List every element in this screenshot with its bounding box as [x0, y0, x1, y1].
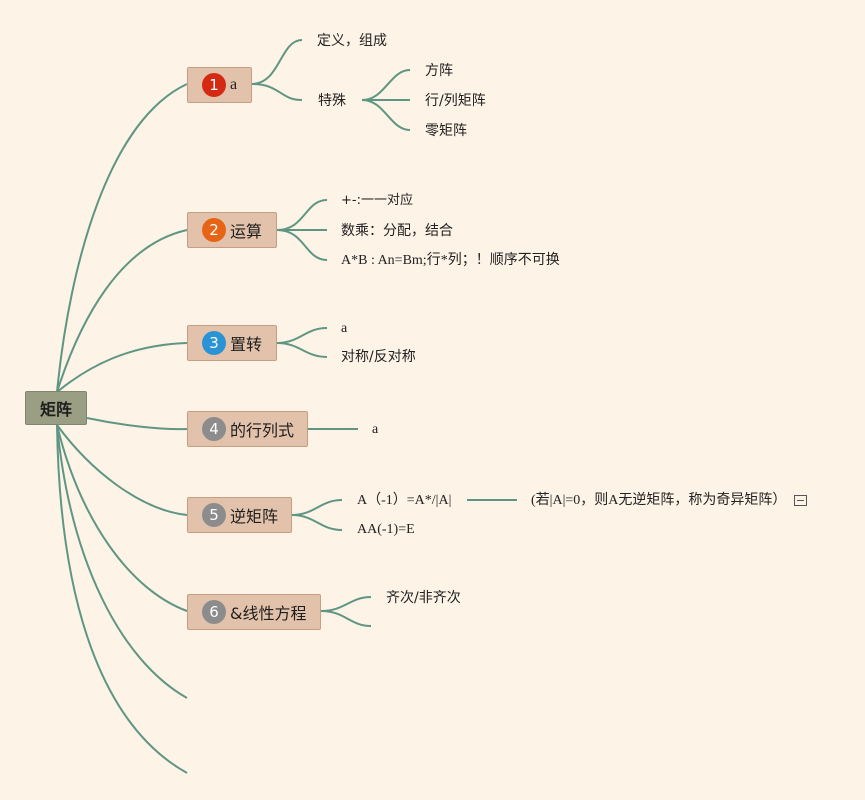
t5-item-1[interactable]: A（-1）=A*/|A|: [357, 493, 452, 508]
t2-item-3[interactable]: A*B : An=Bm;行*列；！顺序不可换: [341, 253, 560, 268]
t1-special-rowcol[interactable]: 行/列矩阵: [425, 93, 486, 109]
topic-5-label: 逆矩阵: [230, 507, 279, 526]
t3-item-1[interactable]: a: [341, 321, 348, 336]
t2-item-2[interactable]: 数乘：分配，结合: [341, 223, 453, 239]
link-special-square: [361, 69, 411, 101]
t1-special[interactable]: 特殊: [318, 93, 346, 109]
topic-5[interactable]: 5 逆矩阵: [187, 497, 292, 533]
link-t6-1: [320, 596, 372, 612]
t2-item-1[interactable]: +-:一一对应: [341, 193, 413, 208]
badge-2: 2: [202, 218, 226, 242]
t5-note-text: (若|A|=0，则A无逆矩阵，称为奇异矩阵）: [531, 493, 787, 508]
t1-special-square[interactable]: 方阵: [425, 63, 453, 79]
topic-1[interactable]: 1 a: [187, 67, 252, 103]
link-root-topic4: [86, 417, 188, 431]
badge-3: 3: [202, 331, 226, 355]
badge-6: 6: [202, 600, 226, 624]
link-t1-special: [251, 83, 303, 101]
link-root-topic5: [56, 424, 188, 516]
t4-item-1[interactable]: a: [372, 422, 379, 437]
link-t3-2: [276, 342, 328, 358]
topic-4-label: 的行列式: [230, 421, 295, 440]
link-root-topic2: [56, 229, 188, 393]
link-special-zero: [361, 99, 411, 131]
link-root-topic1: [56, 83, 188, 393]
link-t3-1: [276, 327, 328, 344]
t6-item-1[interactable]: 齐次/非齐次: [386, 590, 461, 606]
topic-3[interactable]: 3 置转: [187, 325, 277, 361]
link-root-topic3: [56, 342, 188, 393]
t1-definition[interactable]: 定义，组成: [317, 33, 387, 49]
t1-special-zero[interactable]: 零矩阵: [425, 123, 467, 139]
link-root-topic6: [56, 424, 188, 612]
link-root-empty1: [56, 424, 188, 699]
note-icon[interactable]: [794, 495, 808, 507]
topic-2[interactable]: 2 运算: [187, 212, 277, 248]
link-t2-3: [276, 229, 328, 261]
root-label: 矩阵: [39, 400, 72, 419]
link-t1-definition: [251, 39, 303, 85]
link-t2-1: [276, 199, 328, 231]
badge-4: 4: [202, 417, 226, 441]
t3-item-2[interactable]: 对称/反对称: [341, 349, 416, 365]
badge-1: 1: [202, 73, 226, 97]
topic-6[interactable]: 6 &线性方程: [187, 594, 321, 630]
link-t5-1: [291, 499, 343, 516]
topic-2-label: 运算: [230, 222, 263, 241]
link-t5-2: [291, 514, 343, 531]
topic-6-label: &线性方程: [230, 604, 307, 623]
topic-4[interactable]: 4 的行列式: [187, 411, 308, 447]
t5-item-2[interactable]: AA(-1)=E: [357, 522, 415, 537]
topic-1-label: a: [230, 76, 238, 93]
badge-5: 5: [202, 503, 226, 527]
topic-3-label: 置转: [230, 335, 263, 354]
root-node[interactable]: 矩阵: [25, 391, 87, 425]
link-root-empty2: [56, 424, 188, 774]
link-t6-2: [320, 610, 372, 627]
t5-note[interactable]: (若|A|=0，则A无逆矩阵，称为奇异矩阵）: [531, 492, 808, 510]
